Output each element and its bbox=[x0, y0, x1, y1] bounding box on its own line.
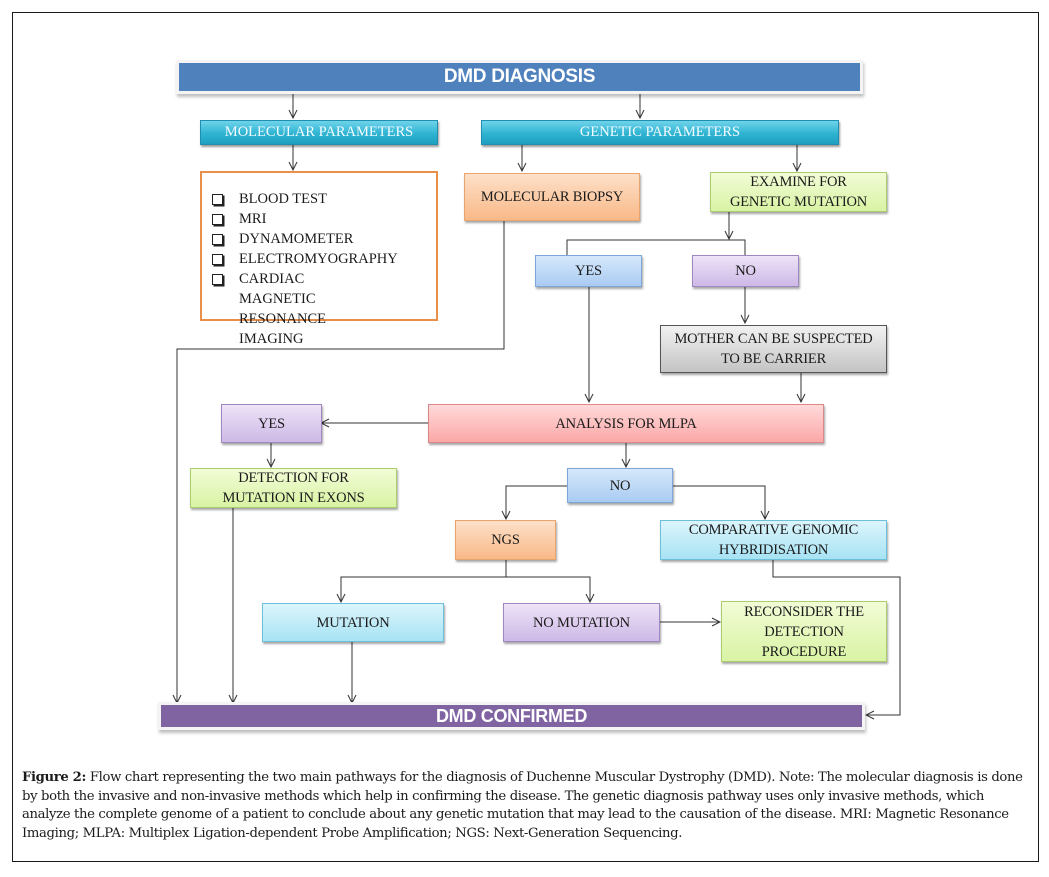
molecular-parameters-bar: MOLECULAR PARAMETERS bbox=[200, 120, 438, 145]
caption-text: Flow chart representing the two main pat… bbox=[22, 770, 1023, 841]
line-cgh-to-confirmed bbox=[772, 560, 901, 715]
list-item: CARDIAC MAGNETIC RESONANCE IMAGING bbox=[210, 269, 360, 349]
dmd-diagnosis-banner: DMD DIAGNOSIS bbox=[179, 63, 860, 91]
mother-carrier-node: MOTHER CAN BE SUSPECTED TO BE CARRIER bbox=[660, 325, 887, 373]
checkbox-bullet-icon bbox=[212, 214, 223, 225]
checkbox-bullet-icon bbox=[212, 234, 223, 245]
cgh-node: COMPARATIVE GENOMIC HYBRIDISATION bbox=[660, 520, 887, 560]
no-node-1: NO bbox=[692, 255, 799, 287]
caption-label: Figure 2: bbox=[22, 770, 87, 785]
arrow-ngs-split bbox=[341, 559, 507, 602]
genetic-parameters-bar: GENETIC PARAMETERS bbox=[481, 120, 839, 145]
ngs-node: NGS bbox=[455, 520, 556, 560]
arrow-no-to-ngs bbox=[506, 485, 567, 519]
yes-node-1: YES bbox=[535, 255, 642, 287]
mutation-node: MUTATION bbox=[262, 603, 444, 642]
yes-node-2: YES bbox=[221, 404, 322, 443]
list-item: BLOOD TEST bbox=[210, 189, 436, 209]
list-item: MRI bbox=[210, 209, 436, 229]
checkbox-bullet-icon bbox=[212, 254, 223, 265]
reconsider-procedure-node: RECONSIDER THE DETECTION PROCEDURE bbox=[721, 601, 887, 662]
line-biopsy-to-confirmed bbox=[177, 220, 505, 703]
dmd-confirmed-banner: DMD CONFIRMED bbox=[161, 705, 862, 727]
line-split-yes-no bbox=[566, 239, 746, 255]
detection-exons-node: DETECTION FOR MUTATION IN EXONS bbox=[190, 468, 397, 508]
figure-caption: Figure 2: Flow chart representing the tw… bbox=[22, 769, 1034, 843]
checkbox-bullet-icon bbox=[212, 194, 223, 205]
arrow-no-to-cgh bbox=[673, 485, 765, 519]
arrow-ngs-to-nomutation bbox=[506, 576, 590, 602]
list-item: DYNAMOMETER bbox=[210, 229, 436, 249]
list-item: ELECTROMYOGRAPHY bbox=[210, 249, 436, 269]
checkbox-bullet-icon bbox=[212, 274, 223, 285]
mlpa-analysis-node: ANALYSIS FOR MLPA bbox=[428, 404, 824, 443]
examine-genetic-mutation-node: EXAMINE FOR GENETIC MUTATION bbox=[710, 172, 887, 212]
no-mutation-node: NO MUTATION bbox=[503, 603, 660, 642]
molecular-biopsy-node: MOLECULAR BIOPSY bbox=[464, 173, 640, 221]
molecular-tests-list: BLOOD TEST MRI DYNAMOMETER ELECTROMYOGRA… bbox=[200, 171, 438, 347]
no-node-2: NO bbox=[567, 468, 673, 503]
